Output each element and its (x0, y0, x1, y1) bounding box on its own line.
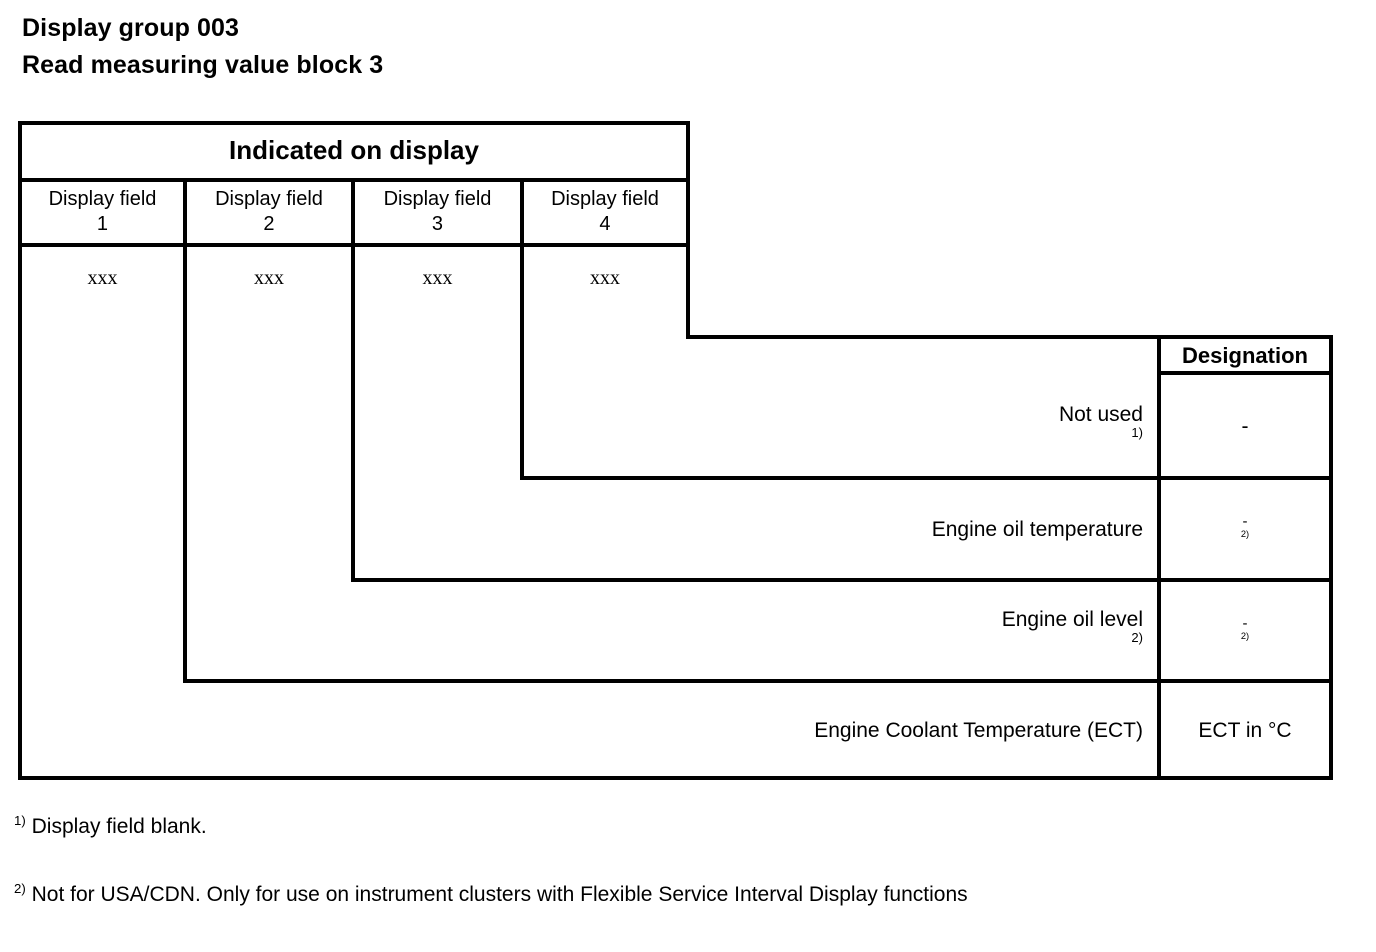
footnote-2: 2) Not for USA/CDN. Only for use on inst… (14, 880, 1264, 910)
table-banner-indicated-on-display: Indicated on display (229, 135, 479, 165)
footnote-marker: 2) (14, 881, 26, 896)
value-cell-display-field-3: xxx (422, 266, 453, 289)
value-cell-display-field-4: xxx (590, 266, 620, 289)
title-line-1: Display group 003 (22, 14, 240, 42)
row-designation-not-used: - (1161, 375, 1329, 478)
column-header-label: Display field (48, 188, 157, 210)
column-header-display-field-1: Display field 1 (22, 182, 183, 242)
column-header-designation: Designation (1182, 342, 1308, 368)
column-header-number: 3 (431, 213, 444, 235)
title-line-2: Read measuring value block 3 (22, 51, 384, 79)
column-header-label: Display field (215, 188, 323, 210)
footnote-text: Display field blank. (31, 815, 207, 838)
column-header-display-field-3: Display field 3 (355, 182, 520, 242)
designation-text: ECT in °C (1198, 718, 1292, 742)
description-text: Engine oil temperature (931, 518, 1143, 541)
description-text: Engine oil level (1001, 607, 1143, 631)
designation-superscript: 2) (1240, 630, 1250, 641)
value-cell-display-field-1: xxx (87, 266, 118, 289)
footnote-1: 1) Display field blank. (14, 812, 1264, 842)
designation-text: - (1241, 414, 1249, 438)
column-header-number: 1 (96, 213, 109, 235)
designation-text: - (1242, 513, 1248, 530)
value-cell-display-field-2: xxx (254, 266, 284, 289)
column-header-label: Display field (383, 188, 492, 210)
row-designation-engine-oil-level: -2) (1161, 582, 1329, 681)
page-title: Display group 003 Read measuring value b… (22, 10, 922, 84)
designation-text: - (1242, 614, 1248, 632)
footnote-text: Not for USA/CDN. Only for use on instrum… (31, 883, 968, 906)
row-designation-engine-coolant-temperature: ECT in °C (1161, 683, 1329, 778)
designation-superscript: 2) (1240, 529, 1250, 539)
footnote-marker: 1) (14, 813, 26, 828)
row-description-not-used: Not used 1) (524, 375, 1159, 478)
row-designation-engine-oil-temperature: -2) (1161, 480, 1329, 580)
column-header-display-field-4: Display field 4 (524, 182, 686, 242)
description-superscript: 1) (1131, 424, 1143, 440)
description-superscript: 2) (1131, 629, 1143, 645)
row-description-engine-coolant-temperature: Engine Coolant Temperature (ECT) (22, 683, 1159, 778)
description-text: Engine Coolant Temperature (ECT) (814, 718, 1143, 742)
column-header-display-field-2: Display field 2 (187, 182, 351, 242)
column-header-number: 2 (263, 213, 275, 235)
column-header-number: 4 (599, 213, 611, 235)
row-description-engine-oil-temperature: Engine oil temperature (355, 480, 1159, 580)
description-text: Not used (1058, 402, 1143, 426)
column-header-label: Display field (551, 188, 659, 210)
